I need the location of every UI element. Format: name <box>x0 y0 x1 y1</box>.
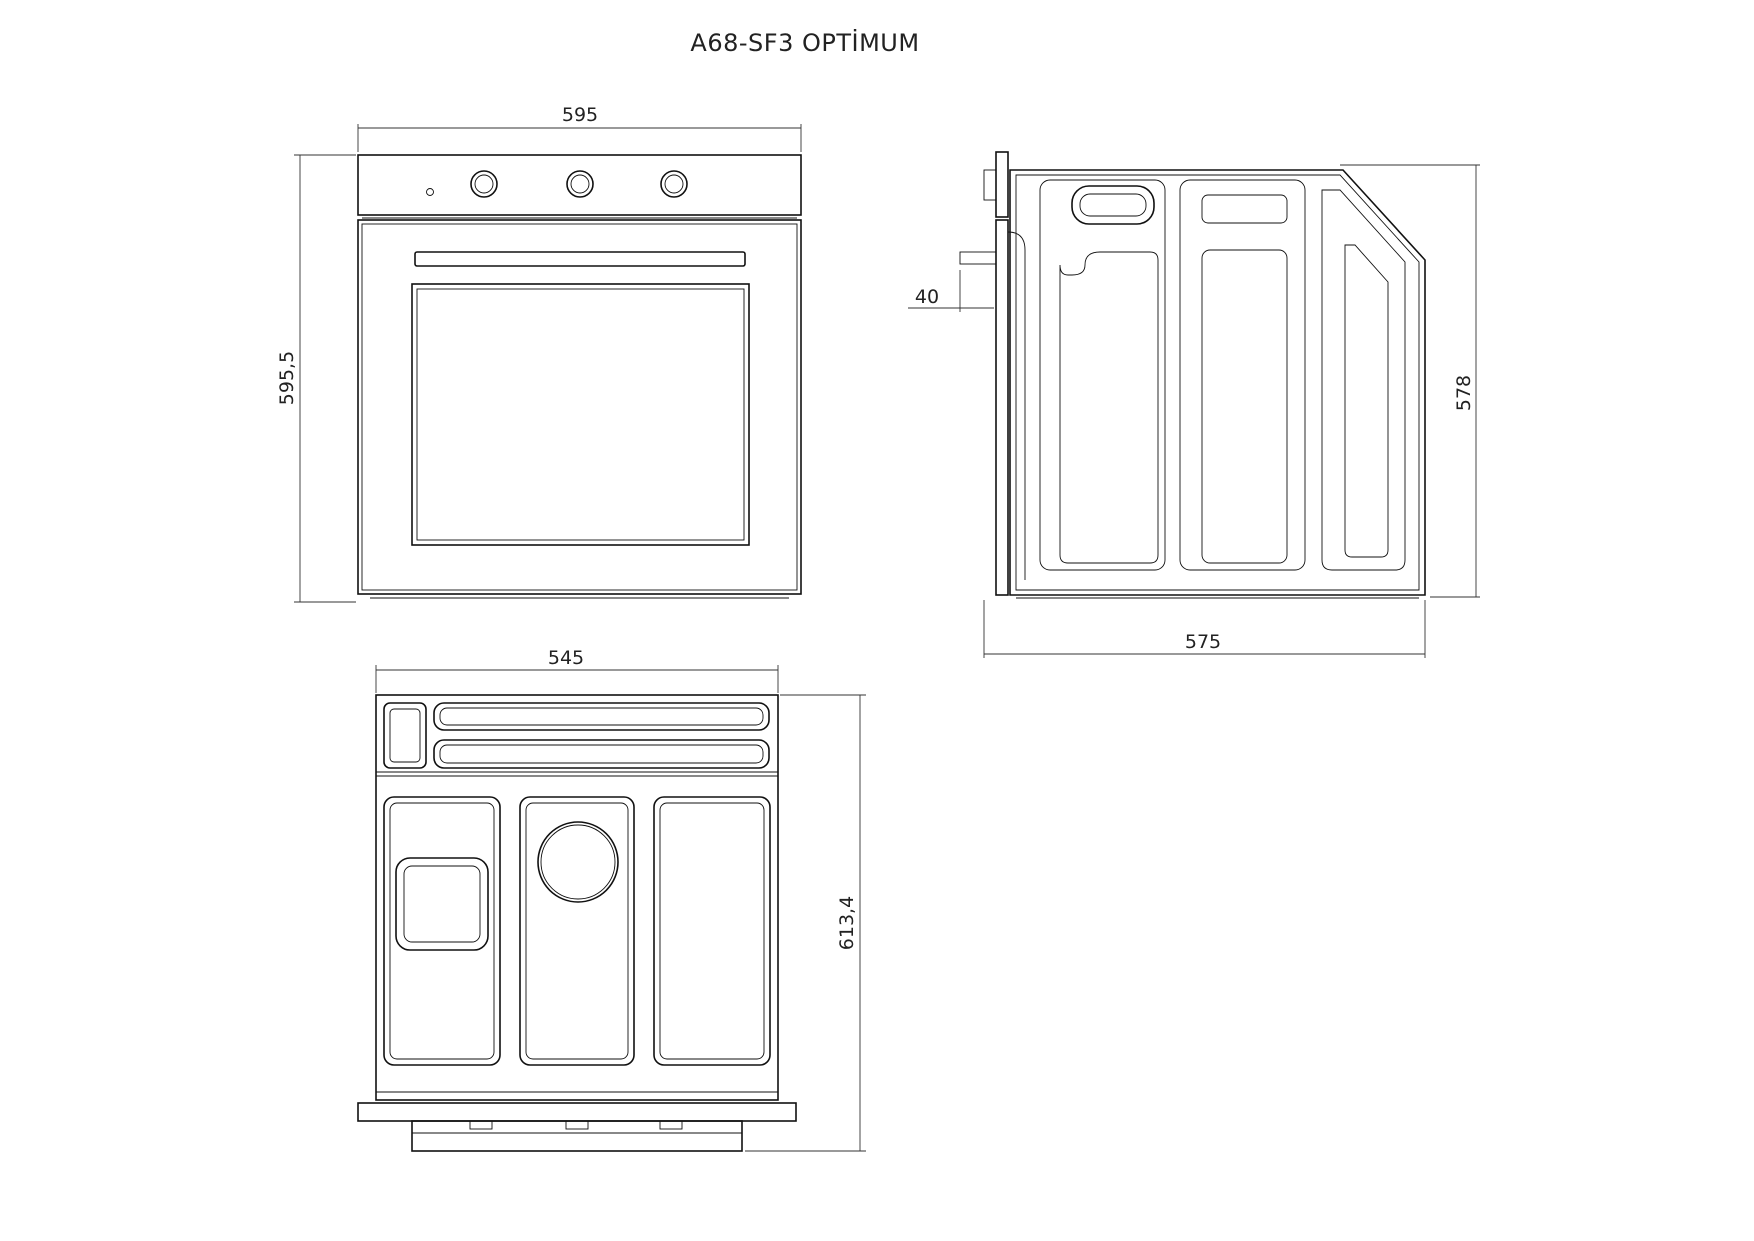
side-view <box>959 151 1426 599</box>
door-window <box>411 283 750 546</box>
top-knob-2 <box>565 1120 589 1130</box>
top-body <box>375 694 779 1101</box>
front-view <box>357 154 802 599</box>
side-depth-dimension: 575 <box>983 600 1426 658</box>
side-depth-label: 575 <box>1185 631 1221 653</box>
top-depth-label: 613,4 <box>836 896 858 950</box>
control-knob-2 <box>566 170 594 198</box>
side-offset-dimension: 40 <box>908 270 994 312</box>
control-knob-3 <box>660 170 688 198</box>
side-control-panel <box>995 151 1009 218</box>
top-knob-3 <box>659 1120 683 1130</box>
control-panel <box>357 154 802 216</box>
top-knob-1 <box>469 1120 493 1130</box>
front-width-dimension: 595 <box>357 104 802 152</box>
side-door <box>995 219 1009 596</box>
top-width-dimension: 545 <box>375 647 779 693</box>
drawing-title: A68-SF3 OPTİMUM <box>690 28 919 57</box>
front-height-label: 595,5 <box>276 351 298 405</box>
top-vent-square <box>395 857 489 951</box>
front-width-label: 595 <box>562 104 598 126</box>
top-front-panel <box>357 1102 797 1122</box>
side-vent-slot <box>1071 185 1155 225</box>
side-body <box>1009 169 1426 596</box>
side-offset-label: 40 <box>915 286 939 308</box>
door-handle <box>414 251 746 267</box>
top-view <box>357 694 797 1152</box>
side-knob <box>983 169 997 201</box>
front-height-dimension: 595,5 <box>276 154 356 603</box>
side-handle <box>959 251 997 265</box>
top-door-handle <box>411 1120 743 1152</box>
fan-housing <box>537 821 619 903</box>
top-depth-dimension: 613,4 <box>745 694 866 1152</box>
indicator-light <box>426 188 434 196</box>
side-height-dimension: 578 <box>1340 164 1480 598</box>
side-height-label: 578 <box>1453 375 1475 411</box>
control-knob-1 <box>470 170 498 198</box>
oven-door <box>357 219 802 595</box>
top-width-label: 545 <box>548 647 584 669</box>
